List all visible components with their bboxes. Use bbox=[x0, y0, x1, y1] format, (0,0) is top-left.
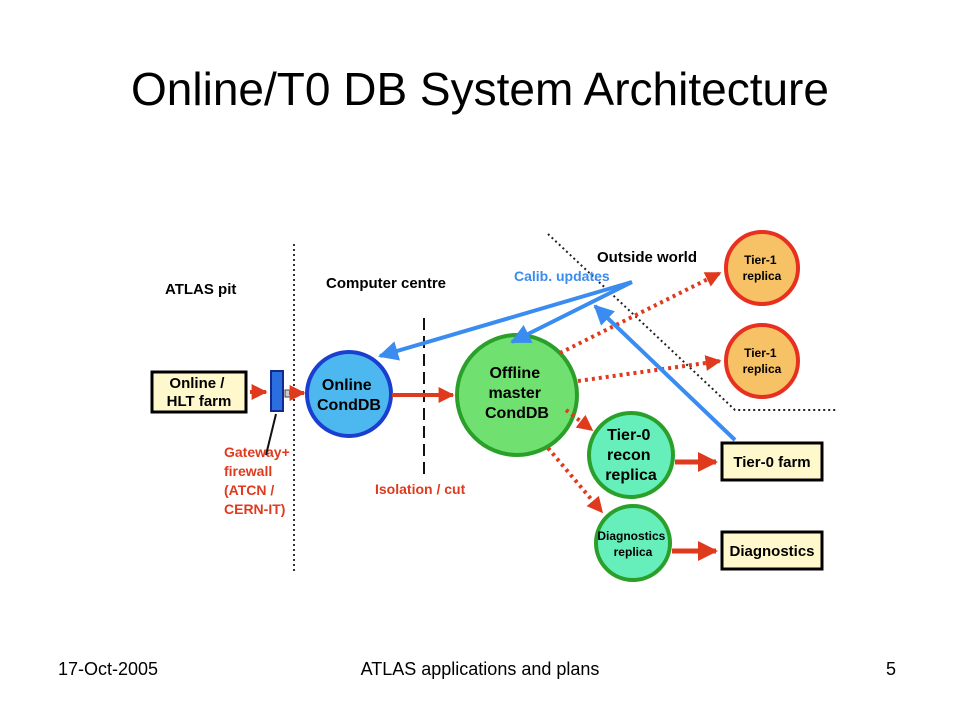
tier0-recon-replica-node bbox=[587, 411, 675, 499]
offline-master-conddb-label: Offline master CondDB bbox=[485, 365, 549, 422]
online-hlt-farm-box bbox=[150, 370, 248, 414]
diagnostics-replica-node bbox=[594, 504, 672, 582]
outside-world-label: Outside world bbox=[597, 249, 697, 266]
tier1-replica-node-a bbox=[724, 230, 800, 306]
isolation-cut-label: Isolation / cut bbox=[375, 481, 466, 497]
arrow-calib-to-offline bbox=[510, 280, 633, 344]
tier1-b-line-1: Tier-1 bbox=[744, 346, 777, 360]
gateway-line-1: Gateway+ bbox=[224, 444, 290, 460]
gateway-line-2: firewall bbox=[224, 463, 272, 479]
diagnostics-replica-label: Diagnostics replica bbox=[597, 529, 668, 559]
gateway-line-3: (ATCN / bbox=[224, 482, 274, 498]
offline-master-line-1: Offline bbox=[489, 365, 540, 382]
online-hlt-farm-label: Online / HLT farm bbox=[167, 375, 232, 410]
tier1-b-line-2: replica bbox=[743, 362, 782, 376]
online-conddb-node bbox=[305, 350, 393, 438]
online-conddb-label: Online CondDB bbox=[317, 377, 381, 414]
online-hlt-line-1: Online / bbox=[169, 375, 225, 392]
online-hlt-line-2: HLT farm bbox=[167, 393, 232, 410]
footer-presentation-title: ATLAS applications and plans bbox=[360, 659, 600, 679]
arrow-offline-to-recon bbox=[564, 408, 594, 432]
tier0-recon-line-1: Tier-0 bbox=[607, 427, 650, 444]
diagnostics-box-label: Diagnostics bbox=[729, 543, 814, 560]
arrow-calib-to-online bbox=[378, 280, 633, 361]
calib-updates-label: Calib. updates bbox=[514, 268, 610, 284]
online-conddb-line-2: CondDB bbox=[317, 397, 381, 414]
diagnostics-replica-line-2: replica bbox=[614, 545, 653, 559]
atlas-pit-label: ATLAS pit bbox=[165, 281, 236, 298]
tier0-recon-line-2: recon bbox=[607, 447, 651, 464]
tier1-replica-a-label: Tier-1 replica bbox=[743, 253, 782, 283]
tier0-farm-box bbox=[720, 441, 824, 482]
tier0-recon-replica-label: Tier-0 recon replica bbox=[605, 427, 657, 484]
tier0-farm-label: Tier-0 farm bbox=[733, 454, 810, 471]
tier0-recon-line-3: replica bbox=[605, 467, 657, 484]
offline-master-line-2: master bbox=[489, 385, 541, 402]
footer-date: 17-Oct-2005 bbox=[58, 659, 159, 679]
firewall-icon bbox=[270, 370, 284, 412]
arrow-offline-to-tier1-a bbox=[559, 271, 722, 355]
offline-master-line-3: CondDB bbox=[485, 405, 549, 422]
arrow-tier0farm-to-calib bbox=[593, 304, 737, 442]
diagnostics-box bbox=[720, 530, 824, 571]
online-conddb-line-1: Online bbox=[322, 377, 372, 394]
tier1-replica-node-b bbox=[724, 323, 800, 399]
tier1-a-line-2: replica bbox=[743, 269, 782, 283]
slide-title: Online/T0 DB System Architecture bbox=[131, 63, 829, 115]
gateway-label: Gateway+ firewall (ATCN / CERN-IT) bbox=[224, 444, 294, 517]
tier1-replica-b-label: Tier-1 replica bbox=[743, 346, 782, 376]
footer-page-number: 5 bbox=[886, 659, 897, 679]
gateway-pointer bbox=[265, 413, 277, 456]
tier1-a-line-1: Tier-1 bbox=[744, 253, 777, 267]
computer-centre-label: Computer centre bbox=[326, 275, 446, 292]
arrow-offline-to-tier1-b bbox=[577, 355, 722, 383]
gateway-line-4: CERN-IT) bbox=[224, 501, 285, 517]
diagnostics-replica-line-1: Diagnostics bbox=[597, 529, 665, 543]
